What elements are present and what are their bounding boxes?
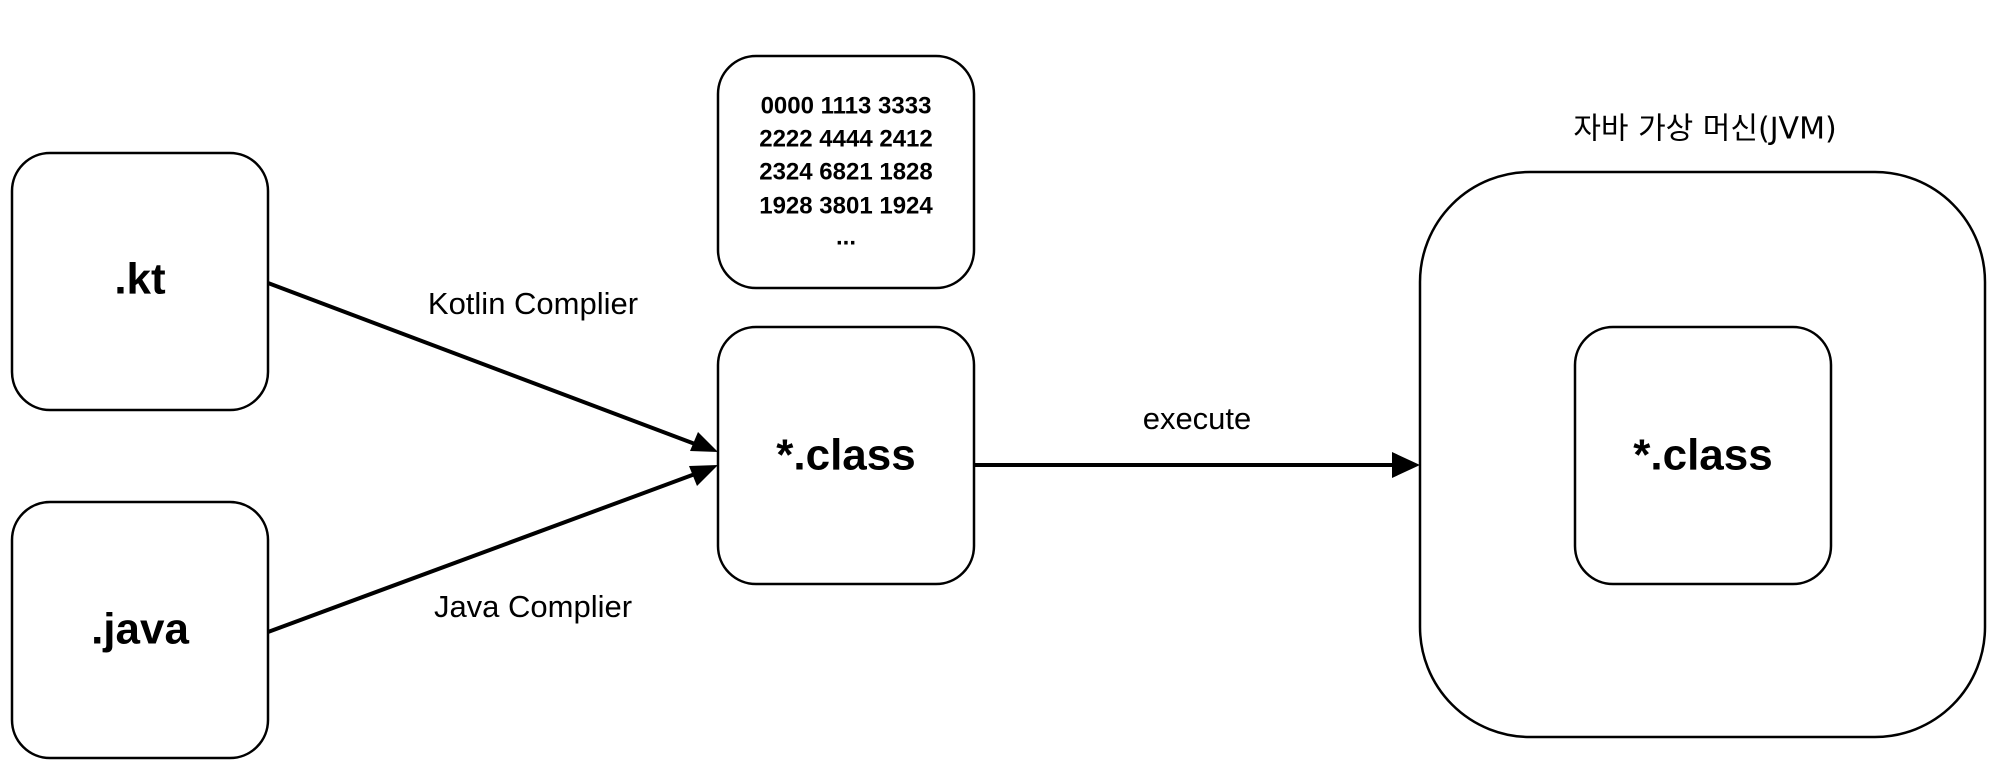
bytecode-box bbox=[716, 54, 976, 290]
kt-node-box bbox=[10, 151, 270, 412]
bytecode-node: 0000 1113 3333 2222 4444 2412 2324 6821 … bbox=[716, 54, 976, 290]
kt-node-label: .kt bbox=[114, 255, 166, 304]
java-node-label: .java bbox=[91, 605, 189, 654]
java-compiler-arrowhead bbox=[689, 465, 718, 486]
java-compiler-edge: Java Complier bbox=[267, 465, 718, 634]
execute-label: execute bbox=[1143, 401, 1252, 436]
class-node-box bbox=[716, 325, 976, 586]
bytecode-line-3: 2324 6821 1828 bbox=[759, 158, 933, 185]
kotlin-compiler-label: Kotlin Complier bbox=[428, 286, 638, 321]
jvm-inner-class-label: *.class bbox=[1633, 431, 1772, 480]
bytecode-line-1: 0000 1113 3333 bbox=[761, 92, 932, 119]
java-node: .java bbox=[10, 500, 270, 760]
kotlin-compiler-arrow-line bbox=[267, 281, 696, 446]
kotlin-compiler-arrowhead bbox=[690, 432, 718, 452]
class-node: *.class bbox=[716, 325, 976, 586]
bytecode-line-5: ... bbox=[836, 223, 856, 250]
java-compiler-arrow-line bbox=[267, 472, 696, 634]
jvm-node: 자바 가상 머신(JVM) *.class bbox=[1418, 112, 1987, 739]
jvm-title: 자바 가상 머신(JVM) bbox=[1573, 112, 1836, 147]
kt-node: .kt bbox=[10, 151, 270, 412]
class-node-label: *.class bbox=[776, 431, 915, 480]
bytecode-line-2: 2222 4444 2412 bbox=[759, 125, 933, 152]
kotlin-compiler-edge: Kotlin Complier bbox=[267, 281, 718, 452]
java-compiler-label: Java Complier bbox=[434, 589, 632, 624]
execute-arrowhead bbox=[1392, 452, 1420, 478]
execute-edge: execute bbox=[974, 401, 1420, 478]
jvm-inner-class-box bbox=[1573, 325, 1833, 586]
bytecode-line-4: 1928 3801 1924 bbox=[759, 192, 933, 219]
